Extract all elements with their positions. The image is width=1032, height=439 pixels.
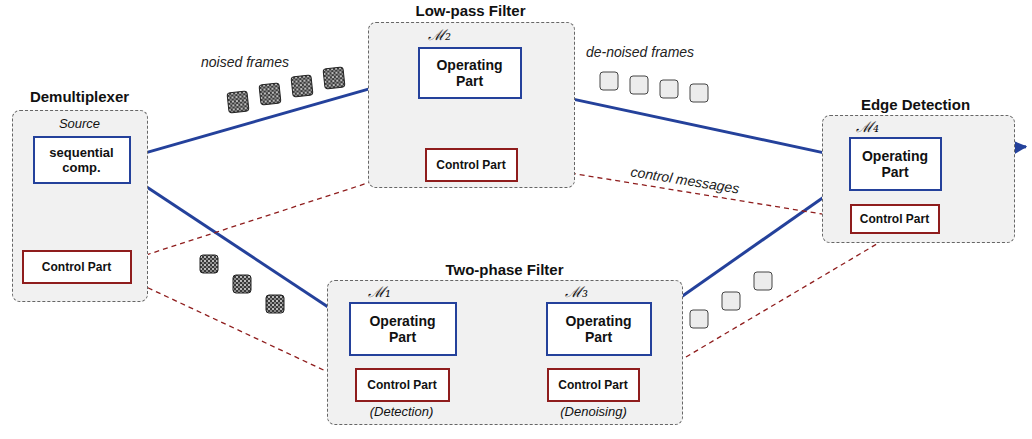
box-label: Control Part (436, 158, 505, 172)
edge-label: control messages (628, 163, 743, 197)
box-label: Operating Part (552, 313, 646, 345)
process-box: Operating Part (546, 302, 652, 356)
noised-frames (200, 67, 345, 313)
edge-label: de-noised frames (584, 44, 696, 60)
box-label: Control Part (558, 378, 627, 392)
group-title: Low-pass Filter (415, 2, 525, 19)
process-box: Operating Part (418, 47, 522, 99)
group-title: Demultiplexer (30, 88, 129, 105)
control-box: Control Part (425, 148, 518, 182)
process-box: Operating Part (849, 137, 942, 191)
process-box: Operating Part (349, 302, 457, 356)
group-panel: DemultiplexerSourcesequential comp.Contr… (12, 110, 148, 302)
control-box: Control Part (22, 250, 132, 284)
module-label: ℳ₂ (428, 24, 451, 44)
role-note: Source (59, 116, 100, 131)
group-title: Edge Detection (861, 96, 970, 113)
control-box: Control Part (355, 368, 450, 402)
module-label: ℳ₃ (565, 281, 588, 301)
box-label: Operating Part (424, 57, 516, 89)
group-title: Two-phase Filter (445, 261, 563, 278)
box-label: Operating Part (355, 313, 451, 345)
box-label: Operating Part (855, 148, 936, 180)
role-note: (Denoising) (560, 404, 626, 419)
box-label: Control Part (860, 212, 929, 226)
process-box: sequential comp. (33, 136, 131, 184)
control-box: Control Part (850, 204, 940, 234)
box-label: sequential comp. (39, 145, 125, 175)
group-panel: Two-phase Filterℳ₁ℳ₃(Detection)(Denoisin… (327, 280, 683, 425)
module-label: ℳ₄ (856, 116, 879, 136)
edge-label: noised frames (199, 54, 291, 70)
group-panel: Edge Detectionℳ₄Operating PartControl Pa… (822, 115, 1015, 243)
control-message-link (132, 280, 355, 384)
box-label: Control Part (42, 260, 111, 274)
control-box: Control Part (547, 368, 640, 402)
data-flow-arrow (131, 176, 349, 320)
module-label: ℳ₁ (368, 281, 391, 301)
group-panel: Low-pass Filterℳ₂Operating PartControl P… (368, 22, 575, 188)
role-note: (Detection) (370, 404, 434, 419)
box-label: Control Part (367, 378, 436, 392)
